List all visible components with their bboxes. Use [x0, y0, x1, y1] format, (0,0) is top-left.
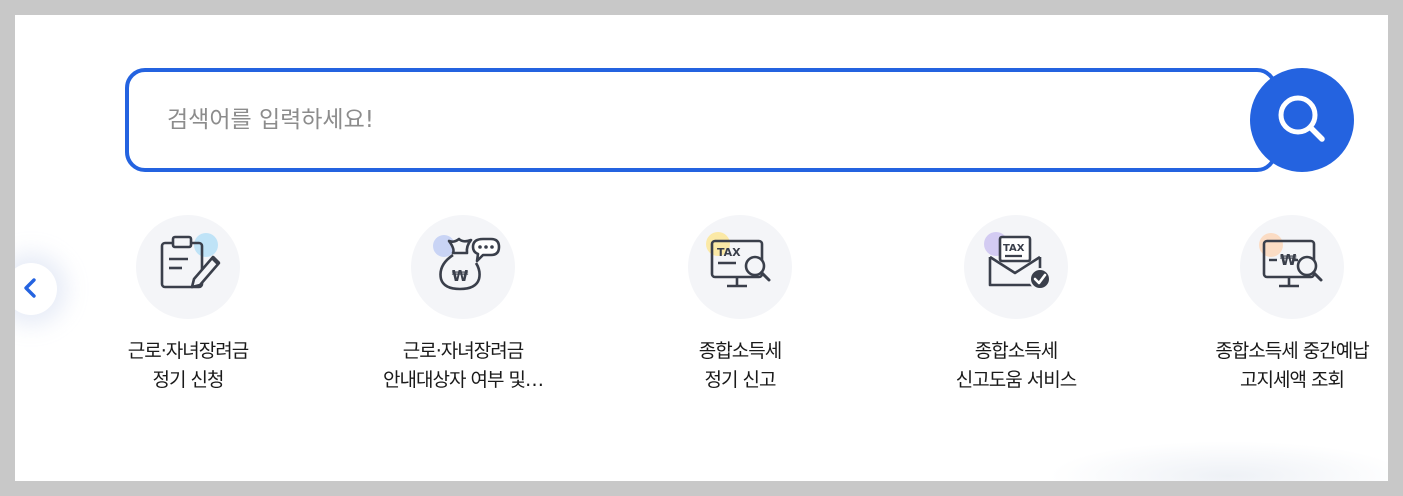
search-input[interactable] — [167, 72, 1167, 168]
service-label: 근로·자녀장려금 안내대상자 여부 및… — [383, 340, 544, 391]
service-icon-wrap: TAX — [964, 215, 1068, 319]
tax-envelope-check-icon: TAX — [964, 213, 1068, 321]
search-box — [125, 68, 1277, 172]
main-panel: 근로·자녀장려금 정기 신청 ₩ — [15, 15, 1388, 481]
service-item-income-tax-filing[interactable]: TAX 종합소득세 정기 신고 — [620, 215, 860, 395]
svg-text:TAX: TAX — [717, 246, 741, 259]
search-button[interactable] — [1250, 68, 1354, 172]
service-item-eitc-eligibility[interactable]: ₩ 근로·자녀장려금 안내대상자 여부 및… — [343, 215, 583, 395]
carousel-prev-button[interactable] — [15, 263, 57, 315]
money-bag-chat-icon: ₩ — [411, 213, 515, 321]
tax-monitor-search-icon: TAX — [688, 213, 792, 321]
search-icon — [1274, 91, 1330, 150]
service-label: 종합소득세 신고도움 서비스 — [955, 340, 1077, 391]
clipboard-edit-icon — [136, 213, 240, 321]
won-monitor-search-icon: ₩ — [1240, 213, 1344, 321]
service-item-interim-tax-lookup[interactable]: ₩ 종합소득세 중간예납 고지세액 조회 — [1172, 215, 1388, 395]
service-icon-wrap: ₩ — [411, 215, 515, 319]
svg-text:₩: ₩ — [452, 267, 469, 285]
service-item-eitc-application[interactable]: 근로·자녀장려금 정기 신청 — [68, 215, 308, 395]
chevron-left-icon — [20, 277, 42, 302]
decorative-glow — [1048, 441, 1388, 481]
service-item-filing-help[interactable]: TAX 종합소득세 신고도움 서비스 — [896, 215, 1136, 395]
service-label: 종합소득세 정기 신고 — [698, 340, 782, 391]
service-label: 종합소득세 중간예납 고지세액 조회 — [1215, 340, 1369, 391]
service-icon-wrap: TAX — [688, 215, 792, 319]
service-icon-wrap: ₩ — [1240, 215, 1344, 319]
service-label: 근로·자녀장려금 정기 신청 — [127, 340, 249, 391]
svg-text:TAX: TAX — [1003, 243, 1025, 254]
svg-text:₩: ₩ — [1280, 251, 1297, 269]
service-icon-wrap — [136, 215, 240, 319]
service-shortcuts: 근로·자녀장려금 정기 신청 ₩ — [15, 215, 1388, 415]
